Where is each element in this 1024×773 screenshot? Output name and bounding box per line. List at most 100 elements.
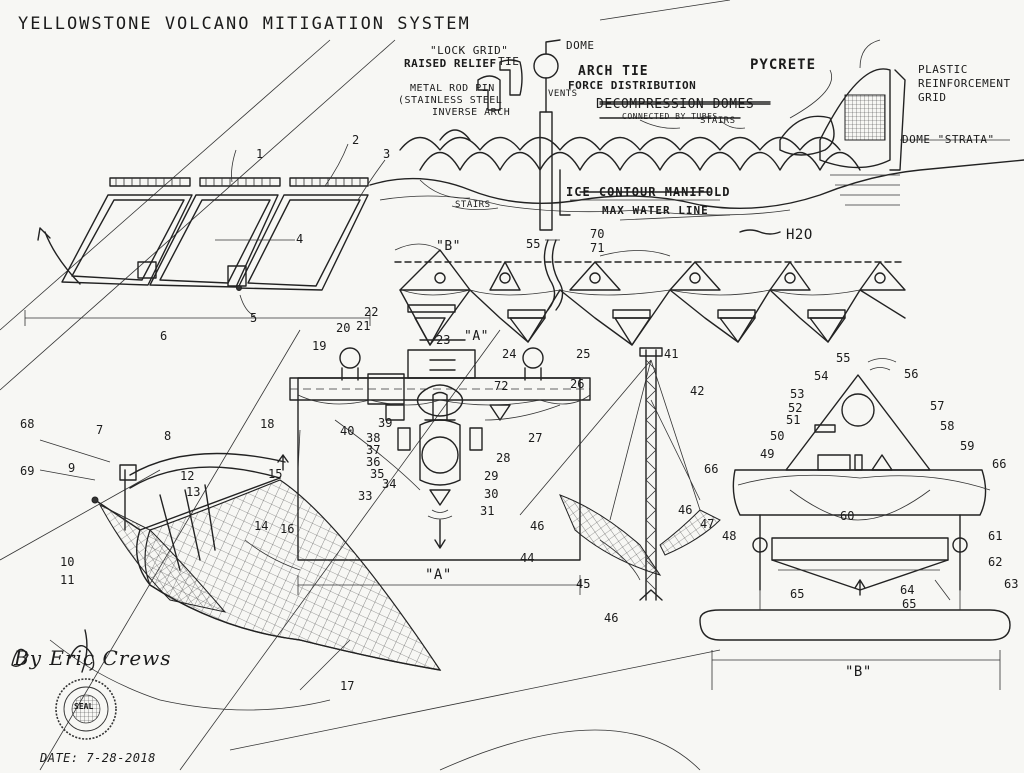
- lattice-tower: [519, 347, 721, 601]
- inverse-arch-label: INVERSE ARCH: [432, 107, 511, 118]
- signature-mark: [11, 629, 95, 673]
- force-distribution-label: FORCE DISTRIBUTION: [568, 79, 697, 92]
- date-label: DATE: 7-28-2018: [40, 751, 156, 765]
- part-number: 22: [364, 305, 379, 319]
- part-number: 71: [590, 241, 605, 255]
- part-number: 36: [366, 455, 381, 469]
- part-number: 40: [340, 424, 355, 438]
- part-number: 13: [186, 485, 201, 499]
- metal-rod-pin-label: METAL ROD PIN: [410, 83, 495, 94]
- triangle-buoy-structure: [699, 358, 1011, 690]
- lock-grid-label: "LOCK GRID": [430, 44, 509, 57]
- part-number: 20: [336, 321, 351, 335]
- part-number: 70: [590, 227, 605, 241]
- part-number: 64: [900, 583, 915, 597]
- section-b-bottom-label: "B": [845, 664, 872, 680]
- part-number: 63: [1004, 577, 1019, 591]
- part-number: 10: [60, 555, 75, 569]
- part-number: 52: [788, 401, 803, 415]
- part-number: 61: [988, 529, 1003, 543]
- part-number: 55: [836, 351, 851, 365]
- dome-strata-label: DOME "STRATA": [902, 133, 995, 146]
- part-number: 7: [96, 423, 104, 437]
- decompression-dome-section: [369, 39, 1024, 241]
- plastic-reinforcement-grid-label: PLASTIC REINFORCEMENT GRID: [918, 63, 1011, 104]
- h2o-label: H2O: [786, 227, 813, 243]
- part-number: 2: [352, 133, 360, 147]
- part-number: 35: [370, 467, 385, 481]
- floating-net-structure: [39, 439, 442, 711]
- part-number: 66: [704, 462, 719, 476]
- part-number: 42: [690, 384, 705, 398]
- stairs-left-label: STAIRS: [455, 200, 491, 210]
- part-number: 9: [68, 461, 76, 475]
- triangle-dome-chain: [394, 239, 906, 346]
- part-number: 41: [664, 347, 679, 361]
- vents-label: VENTS: [548, 89, 578, 99]
- part-number: 53: [790, 387, 805, 401]
- part-number: 3: [383, 147, 391, 161]
- part-number: 60: [840, 509, 855, 523]
- signature: By Eric Crews: [14, 646, 172, 670]
- part-number: 69: [20, 464, 35, 478]
- part-number: 46: [604, 611, 619, 625]
- part-number: 56: [904, 367, 919, 381]
- max-water-line-label: MAX WATER LINE: [602, 204, 709, 217]
- part-number: 62: [988, 555, 1003, 569]
- part-number: 31: [480, 504, 495, 518]
- part-number: 39: [378, 416, 393, 430]
- part-number: 49: [760, 447, 775, 461]
- part-number: 66: [992, 457, 1007, 471]
- part-number: 29: [484, 469, 499, 483]
- section-b-top-label: "B": [436, 239, 461, 254]
- part-number: 5: [250, 311, 258, 325]
- part-number: 38: [366, 431, 381, 445]
- part-number: 51: [786, 413, 801, 427]
- part-number: 25: [576, 347, 591, 361]
- notary-seal: [55, 678, 117, 740]
- part-number: 8: [164, 429, 172, 443]
- part-number: 58: [940, 419, 955, 433]
- part-number: 11: [60, 573, 75, 587]
- dome-label: DOME: [566, 39, 595, 52]
- part-number: 46: [678, 503, 693, 517]
- drawing-title: YELLOWSTONE VOLCANO MITIGATION SYSTEM: [18, 14, 471, 34]
- part-number: 28: [496, 451, 511, 465]
- part-number: 59: [960, 439, 975, 453]
- part-number: 19: [312, 339, 327, 353]
- part-number: 65: [902, 597, 917, 611]
- part-number: 30: [484, 487, 499, 501]
- stainless-steel-label: (STAINLESS STEEL: [398, 95, 503, 106]
- connected-by-tubes-label: CONNECTED BY TUBES: [622, 112, 718, 121]
- part-number: 68: [20, 417, 35, 431]
- part-number: 47: [700, 517, 715, 531]
- part-number: 46: [530, 519, 545, 533]
- part-number: 57: [930, 399, 945, 413]
- part-number: 18: [260, 417, 275, 431]
- section-a-bottom-label: "A": [425, 567, 452, 583]
- part-number: 26: [570, 377, 585, 391]
- part-number: 4: [296, 232, 304, 246]
- part-number: 72: [494, 379, 509, 393]
- part-number: 50: [770, 429, 785, 443]
- part-number: 54: [814, 369, 829, 383]
- part-number: 34: [382, 477, 397, 491]
- part-number: 44: [520, 551, 535, 565]
- part-number: 1: [256, 147, 264, 161]
- part-number: 33: [358, 489, 373, 503]
- part-number: 6: [160, 329, 168, 343]
- part-number: 21: [356, 319, 371, 333]
- pycrete-label: PYCRETE: [750, 57, 817, 73]
- part-number: 24: [502, 347, 517, 361]
- seal-text: SEAL: [74, 702, 94, 711]
- part-number: 23: [436, 333, 451, 347]
- part-number: 16: [280, 522, 295, 536]
- part-number: 15: [268, 467, 283, 481]
- decompression-domes-label: DECOMPRESSION DOMES: [596, 97, 755, 112]
- part-number: 12: [180, 469, 195, 483]
- part-number: 65: [790, 587, 805, 601]
- part-number: 45: [576, 577, 591, 591]
- part-number: 27: [528, 431, 543, 445]
